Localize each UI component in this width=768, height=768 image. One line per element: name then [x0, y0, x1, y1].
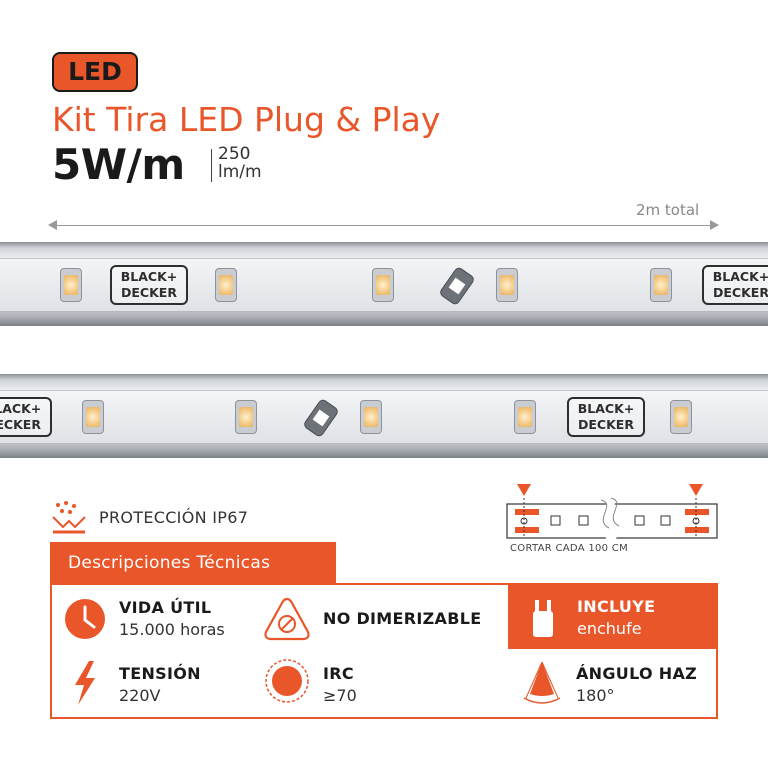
no-dimmer-icon [263, 596, 311, 646]
protection-label: PROTECCIÓN IP67 [99, 508, 249, 527]
plug-icon [528, 598, 558, 644]
brand-logo: BLACK+ DECKER [0, 397, 52, 437]
led-chip [514, 400, 536, 434]
led-chip [60, 268, 82, 302]
spec-life-title: VIDA ÚTIL [119, 598, 212, 617]
led-chip [496, 268, 518, 302]
cut-label: CORTAR CADA 100 CM [510, 543, 629, 554]
length-measure-line [50, 225, 718, 226]
water-drops-icon [50, 501, 88, 539]
strip-body: BLACK+ DECKER BLACK+ DECKER [0, 390, 768, 444]
led-chip [650, 268, 672, 302]
spec-includes-title: INCLUYE [577, 597, 656, 616]
led-chip [82, 400, 104, 434]
lumen-divider [211, 149, 212, 182]
arrow-right-icon [710, 220, 719, 230]
spec-voltage-title: TENSIÓN [119, 664, 201, 683]
brand-logo: BLACK+ DECKER [110, 265, 188, 305]
led-chip [670, 400, 692, 434]
product-title: Kit Tira LED Plug & Play [52, 100, 441, 139]
power-rating: 5W/m [52, 140, 185, 189]
led-chip [235, 400, 257, 434]
brand-logo: BLACK+ DECKER [702, 265, 768, 305]
spec-beam-title: ÁNGULO HAZ [576, 664, 698, 683]
brand-logo: BLACK+ DECKER [567, 397, 645, 437]
spec-includes-value: enchufe [577, 619, 642, 638]
clock-icon [64, 598, 106, 644]
cut-diagram [505, 478, 719, 546]
spec-irc-title: IRC [323, 664, 354, 683]
specs-header: Descripciones Técnicas [50, 542, 336, 584]
spec-dimmer-title: NO DIMERIZABLE [323, 609, 482, 628]
length-label: 2m total [636, 201, 700, 219]
spec-life-value: 15.000 horas [119, 620, 225, 639]
lumen-value: 250 [218, 144, 251, 164]
lightning-icon [72, 660, 98, 710]
led-chip [360, 400, 382, 434]
resistor [438, 265, 476, 307]
beam-angle-icon [520, 658, 564, 712]
color-circle-icon [264, 658, 310, 708]
spec-irc-value: ≥70 [323, 686, 357, 705]
arrow-left-icon [48, 220, 57, 230]
specs-panel [50, 583, 718, 719]
led-chip [215, 268, 237, 302]
spec-voltage-value: 220V [119, 686, 161, 705]
led-strip-bottom: BLACK+ DECKER BLACK+ DECKER [0, 374, 768, 458]
led-chip [372, 268, 394, 302]
led-badge: LED [52, 52, 138, 92]
lumen-rating: 250 lm/m [218, 145, 262, 181]
lumen-unit: lm/m [218, 162, 262, 182]
spec-beam-value: 180° [576, 686, 615, 705]
strip-body: BLACK+ DECKER BLACK+ DECKER [0, 258, 768, 312]
led-strip-top: BLACK+ DECKER BLACK+ DECKER [0, 242, 768, 326]
resistor [302, 397, 340, 439]
